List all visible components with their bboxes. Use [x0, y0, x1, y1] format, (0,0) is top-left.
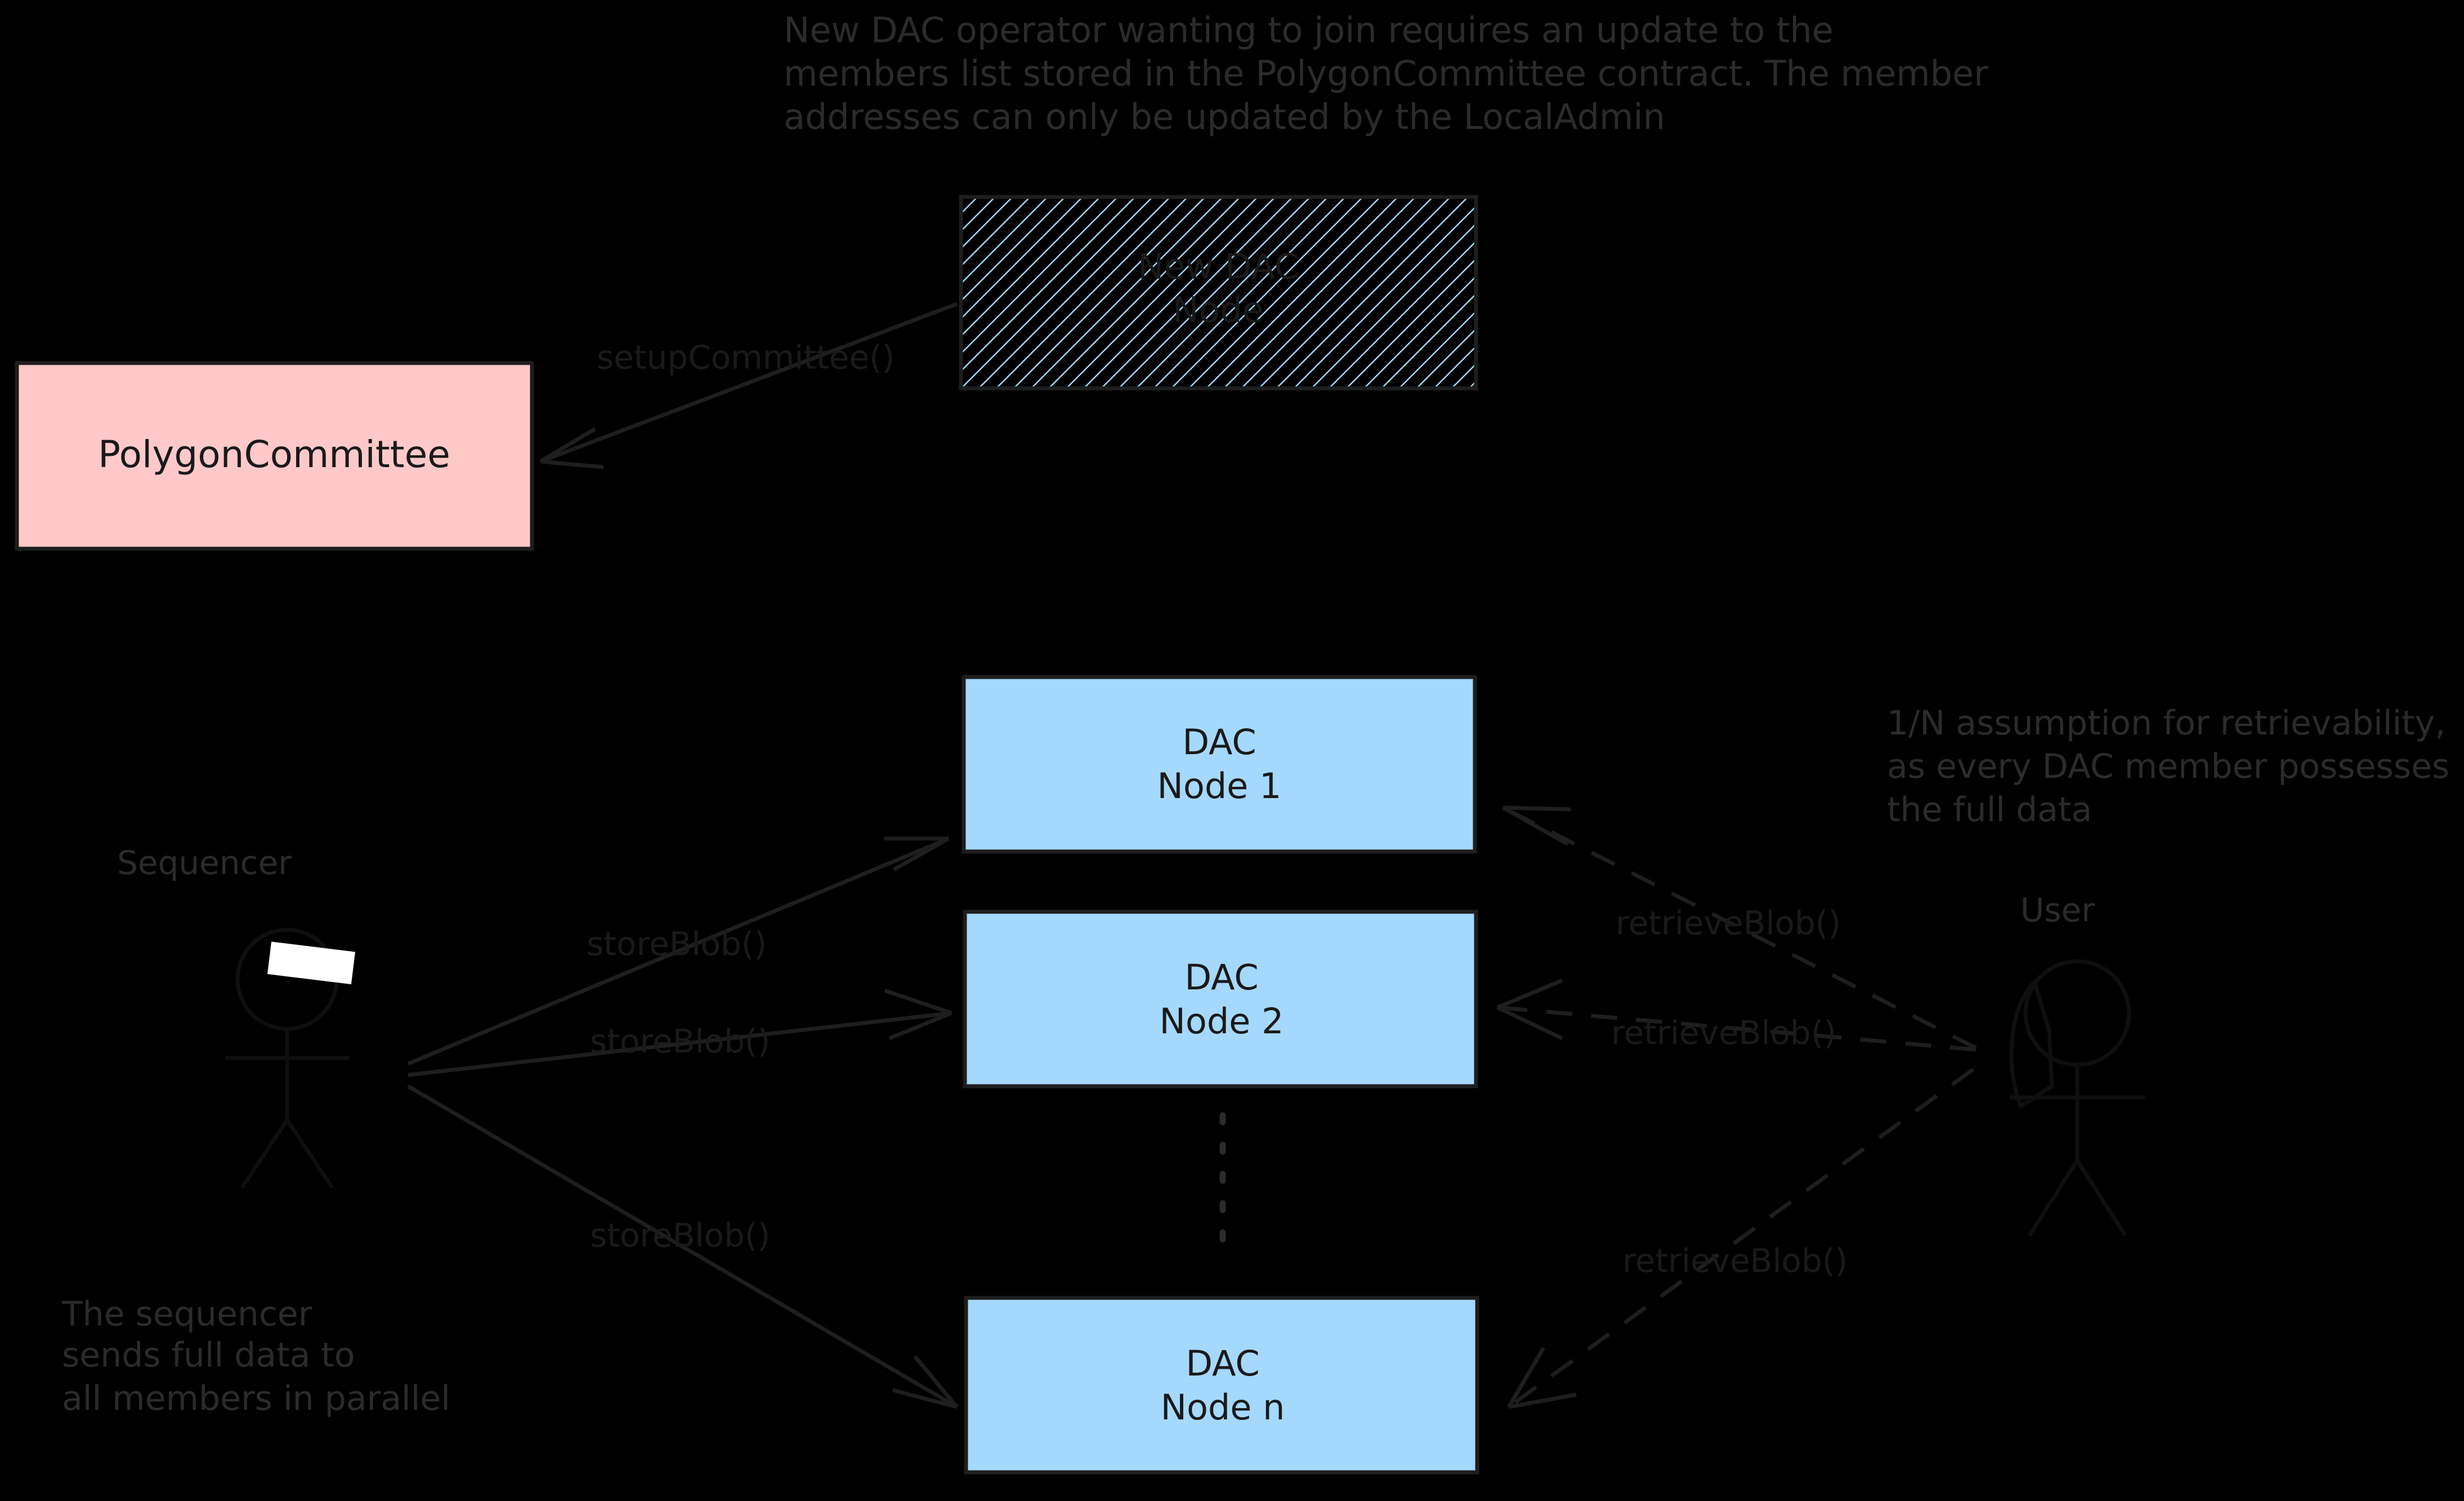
retrieve-blob-n-arrow-head-lower — [1506, 1347, 1546, 1408]
polygon-committee-label: PolygonCommittee — [98, 433, 450, 476]
sequencer-highlight-marker — [267, 942, 355, 984]
retrieve-blob-n-arrow-shaft — [1507, 1068, 1975, 1409]
retrieve-blob-2-edge: retrieveBlob() — [1496, 978, 1976, 1052]
setup-committee-arrow-shaft — [539, 302, 958, 464]
store-blob-n-arrow-head-upper — [892, 1388, 958, 1409]
dac-node-1-label-line-1: DAC — [1182, 722, 1256, 763]
bottom-left-note-line-2: sends full data to — [62, 1336, 355, 1375]
user-actor[interactable]: User — [2009, 891, 2145, 1236]
polygon-committee-box[interactable]: PolygonCommittee — [15, 361, 534, 551]
right-note: 1/N assumption for retrievability, as ev… — [1887, 704, 2449, 830]
store-blob-1-arrow-shaft — [407, 836, 950, 1066]
store-blob-2-label: storeBlob() — [590, 1022, 770, 1060]
sequencer-actor[interactable]: Sequencer — [117, 844, 355, 1189]
user-label: User — [2020, 891, 2095, 929]
new-dac-node-label-line-1: New DAC — [1138, 246, 1299, 287]
retrieve-blob-2-arrow-head-upper — [1496, 978, 1563, 1010]
store-blob-1-arrow-head-lower — [893, 836, 950, 872]
new-dac-node-rect[interactable] — [959, 195, 1478, 391]
right-note-line-2: as every DAC member possesses — [1887, 747, 2449, 786]
user-hair-icon — [2009, 978, 2054, 1109]
retrieve-blob-1-label: retrieveBlob() — [1616, 904, 1841, 942]
store-blob-1-edge: storeBlob() — [407, 836, 950, 1066]
store-blob-n-label: storeBlob() — [590, 1216, 770, 1254]
dac-node-2-box[interactable]: DAC Node 2 — [963, 909, 1478, 1088]
dac-node-2-rect[interactable] — [963, 909, 1478, 1088]
sequencer-leg-right-icon — [285, 1119, 334, 1189]
dac-node-1-box[interactable]: DAC Node 1 — [962, 675, 1477, 854]
dac-node-n-box[interactable]: DAC Node n — [964, 1296, 1479, 1475]
retrieve-blob-n-arrow-head-upper — [1508, 1392, 1577, 1409]
bottom-left-note-line-3: all members in parallel — [62, 1379, 450, 1418]
retrieve-blob-2-arrow-shaft — [1497, 1005, 1976, 1052]
store-blob-1-label: storeBlob() — [587, 925, 767, 963]
dac-node-2-label-line-2: Node 2 — [1160, 1001, 1284, 1042]
dac-node-n-label-line-1: DAC — [1186, 1343, 1259, 1384]
retrieve-blob-n-edge: retrieveBlob() — [1506, 1068, 1975, 1409]
setup-committee-edge: setupCommittee() — [539, 302, 958, 469]
new-dac-node-box[interactable]: New DAC Node — [959, 195, 1478, 391]
store-blob-2-arrow-shaft — [408, 1011, 952, 1077]
new-dac-node-label-line-2: Node — [1173, 289, 1264, 330]
user-leg-right-icon — [2076, 1159, 2127, 1236]
retrieve-blob-n-label: retrieveBlob() — [1622, 1242, 1848, 1280]
store-blob-n-arrow-head-lower — [913, 1355, 959, 1409]
retrieve-blob-1-arrow-head-lower — [1502, 805, 1569, 846]
dac-node-n-label-line-2: Node n — [1161, 1387, 1285, 1428]
bottom-left-note-line-1: The sequencer — [61, 1294, 312, 1334]
bottom-left-note: The sequencer sends full data to all mem… — [61, 1294, 450, 1418]
top-note: New DAC operator wanting to join require… — [784, 10, 1988, 137]
top-note-line-3: addresses can only be updated by the Loc… — [784, 96, 1665, 137]
dac-node-1-label-line-2: Node 1 — [1157, 765, 1282, 806]
retrieve-blob-2-label: retrieveBlob() — [1611, 1014, 1836, 1052]
store-blob-2-arrow-head-lower — [888, 1011, 952, 1041]
store-blob-2-arrow-head-upper — [884, 988, 952, 1015]
dac-node-n-rect[interactable] — [964, 1296, 1479, 1475]
right-note-line-1: 1/N assumption for retrievability, — [1887, 704, 2445, 743]
dac-node-1-rect[interactable] — [962, 675, 1477, 854]
top-note-line-1: New DAC operator wanting to join require… — [784, 10, 1834, 51]
user-head-icon — [2023, 959, 2131, 1067]
right-note-line-3: the full data — [1887, 790, 2092, 830]
retrieve-blob-1-arrow-head-upper — [1502, 805, 1571, 812]
retrieve-blob-2-arrow-head-lower — [1496, 1005, 1563, 1041]
setup-committee-arrow-head-lower — [540, 459, 604, 469]
store-blob-n-edge: storeBlob() — [407, 1084, 959, 1409]
dac-node-2-label-line-1: DAC — [1184, 957, 1258, 998]
sequencer-label: Sequencer — [117, 844, 292, 882]
setup-committee-arrow-head-upper — [539, 427, 596, 464]
user-leg-left-icon — [2028, 1159, 2079, 1236]
setup-committee-label: setupCommittee() — [597, 338, 895, 377]
store-blob-2-edge: storeBlob() — [408, 988, 952, 1077]
store-blob-n-arrow-shaft — [407, 1084, 958, 1409]
top-note-line-2: members list stored in the PolygonCommit… — [784, 53, 1988, 94]
sequencer-leg-left-icon — [240, 1119, 289, 1189]
polygon-committee-rect[interactable] — [15, 361, 534, 551]
retrieve-blob-1-edge: retrieveBlob() — [1502, 805, 1977, 1050]
